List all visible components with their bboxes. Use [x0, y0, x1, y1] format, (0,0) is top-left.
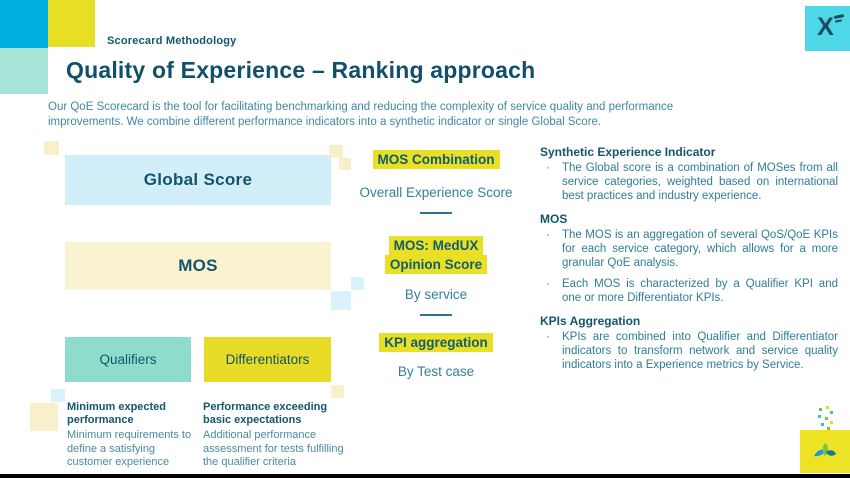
footnote-title: Performance exceeding basic expectations — [203, 401, 328, 426]
divider — [420, 314, 452, 316]
level-box-differentiators: Differentiators — [204, 337, 331, 382]
bullet-icon: · — [546, 276, 550, 290]
section-kpis-aggregation: KPIs Aggregation · KPIs are combined int… — [540, 315, 838, 372]
highlight-text: KPI aggregation — [379, 333, 493, 352]
deco-square-mint — [0, 48, 48, 94]
bullet-icon: · — [546, 160, 550, 174]
bullet-item: · KPIs are combined into Qualifier and D… — [540, 329, 838, 372]
footnote-body: Minimum requirements to define a satisfy… — [67, 429, 192, 468]
page-title: Quality of Experience – Ranking approach — [66, 57, 536, 83]
bird-icon — [814, 442, 836, 456]
sparkle-dot — [830, 421, 833, 424]
bullet-item: · The MOS is an aggregation of several Q… — [540, 227, 838, 270]
highlight-medux-opinion-score: MOS: MedUX Opinion Score — [352, 236, 520, 274]
award-logo-box — [800, 430, 850, 473]
deco-square — [44, 141, 59, 155]
brand-x-logo: X — [805, 6, 850, 51]
deco-square — [51, 389, 65, 402]
highlight-text: MOS: MedUX — [388, 236, 484, 255]
section-mos: MOS · The MOS is an aggregation of sever… — [540, 213, 838, 305]
deco-square — [331, 385, 344, 398]
deco-square-cyan — [0, 0, 48, 48]
section-heading: KPIs Aggregation — [540, 314, 641, 328]
level-label: Differentiators — [225, 352, 310, 367]
section-heading: MOS — [540, 212, 568, 226]
deco-square — [351, 277, 364, 290]
deco-square — [339, 158, 351, 170]
intro-text: Our QoE Scorecard is the tool for facili… — [48, 101, 674, 128]
bottom-edge-bar — [0, 474, 850, 478]
footnote-title: Minimum expected performance — [67, 401, 167, 426]
sub-label-overall-experience: Overall Experience Score — [359, 185, 513, 200]
level-label: Qualifiers — [99, 352, 157, 367]
footnote-body: Additional performance assessment for te… — [203, 429, 344, 468]
bullet-icon: · — [546, 329, 550, 343]
sparkle-dot — [830, 411, 833, 414]
level-label: Global Score — [143, 170, 253, 189]
bullet-text: The MOS is an aggregation of several QoS… — [562, 229, 838, 269]
sparkle-dot — [826, 406, 829, 409]
bullet-item: · Each MOS is characterized by a Qualifi… — [540, 276, 838, 305]
footnote-differentiators: Performance exceeding basic expectations… — [203, 401, 355, 470]
sub-label-by-service: By service — [404, 287, 468, 302]
deco-square — [30, 403, 58, 431]
deco-square-yellow — [48, 0, 95, 47]
sparkle-dot — [821, 423, 824, 426]
eyebrow-label: Scorecard Methodology — [107, 35, 237, 47]
x-letter: X — [817, 13, 834, 41]
bullet-text: Each MOS is characterized by a Qualifier… — [562, 278, 838, 304]
bullet-text: KPIs are combined into Qualifier and Dif… — [562, 331, 838, 371]
highlight-text: Opinion Score — [384, 255, 488, 274]
level-box-mos: MOS — [65, 242, 331, 290]
highlight-text: MOS Combination — [372, 150, 500, 169]
bullet-item: · The Global score is a combination of M… — [540, 160, 838, 203]
divider — [420, 212, 452, 214]
highlight-mos-combination: MOS Combination — [352, 150, 520, 169]
sub-label-by-test-case: By Test case — [397, 364, 475, 379]
footnote-qualifiers: Minimum expected performance Minimum req… — [67, 401, 195, 470]
sparkle-dot — [818, 415, 821, 418]
highlight-kpi-aggregation: KPI aggregation — [352, 333, 520, 352]
sparkle-dot — [827, 427, 830, 430]
deco-square — [329, 145, 343, 158]
sparkle-dot — [825, 417, 828, 420]
bullet-icon: · — [546, 227, 550, 241]
right-column: Synthetic Experience Indicator · The Glo… — [540, 146, 838, 382]
level-box-global-score: Global Score — [65, 155, 331, 205]
section-synthetic-experience-indicator: Synthetic Experience Indicator · The Glo… — [540, 146, 838, 203]
level-box-qualifiers: Qualifiers — [65, 337, 191, 382]
deco-square — [331, 291, 351, 310]
level-label: MOS — [178, 256, 218, 275]
bullet-text: The Global score is a combination of MOS… — [562, 162, 838, 202]
sparkle-dot — [819, 408, 822, 411]
section-heading: Synthetic Experience Indicator — [540, 145, 716, 159]
